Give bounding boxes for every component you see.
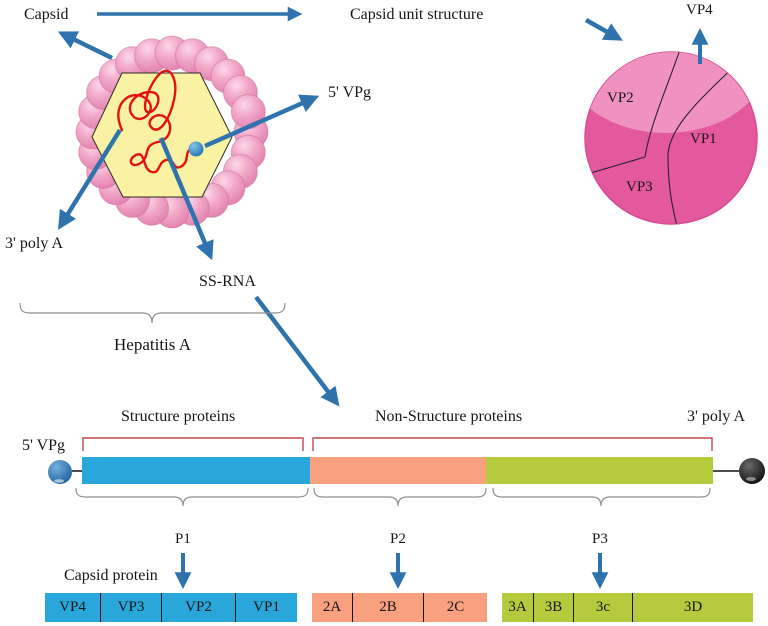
segment-3a: 3A: [502, 593, 533, 622]
p2-brace: [313, 487, 487, 507]
p1-brace: [75, 487, 309, 507]
p3-segment-bar: 3A 3B 3c 3D: [502, 593, 753, 622]
virion-vpg-label: 5' VPg: [328, 84, 372, 101]
p3-label: P3: [592, 531, 608, 547]
capsid-unit-structure-label: Capsid unit structure: [350, 6, 484, 23]
capsid-label-arrow: [57, 31, 113, 61]
segment-3d: 3D: [632, 593, 753, 622]
p1-segment-bar: VP4 VP3 VP2 VP1: [45, 593, 297, 622]
segment-vp3: VP3: [100, 593, 161, 622]
p2-segment-bar: 2A 2B 2C: [312, 593, 487, 622]
genome-segment-nonstructure-p2: [310, 457, 486, 484]
vp4-label: VP4: [686, 2, 713, 18]
polya-label-arrow: [58, 128, 122, 230]
p1-label: P1: [175, 531, 191, 547]
vp2-vp3-division-line: [585, 156, 646, 176]
genome-bar: [82, 457, 713, 484]
genome-vpg-sphere: [48, 460, 72, 484]
genome-polya-sphere: [739, 458, 765, 484]
vp2-label: VP2: [607, 90, 634, 106]
vp1-label: VP1: [690, 131, 717, 147]
segment-vp2: VP2: [161, 593, 235, 622]
p3-brace: [492, 487, 711, 507]
segment-2a: 2A: [312, 593, 352, 622]
segment-vp1: VP1: [235, 593, 297, 622]
genome-vpg-label: 5' VPg: [22, 437, 66, 454]
virion-polya-label: 3' poly A: [5, 235, 63, 252]
genome-core-hexagon: [91, 72, 233, 198]
segment-3c: 3c: [573, 593, 632, 622]
capsid-unit-circle: [584, 51, 758, 225]
vp3-label: VP3: [626, 179, 653, 195]
capsid-label: Capsid: [24, 6, 69, 23]
vp2-vp1-division-line: [644, 52, 683, 158]
rna-strand: [117, 69, 193, 174]
hepatitis-a-label: Hepatitis A: [114, 335, 191, 354]
segment-3b: 3B: [533, 593, 573, 622]
circle-gloss-highlight: [585, 52, 757, 133]
ssrna-label-arrow: [158, 137, 214, 261]
vpg-dot: [188, 141, 204, 157]
segment-2b: 2B: [352, 593, 423, 622]
vp1-vp3-division-line: [667, 65, 736, 224]
segment-2c: 2C: [423, 593, 487, 622]
genome-polya-label: 3' poly A: [687, 408, 745, 425]
unit-circle-pointer-arrow: [584, 18, 623, 41]
structure-proteins-label: Structure proteins: [121, 408, 236, 425]
vpg-sphere-shine: [54, 479, 64, 483]
vpg-label-arrow: [204, 94, 320, 149]
ssrna-label: SS-RNA: [199, 273, 256, 290]
segment-vp4: VP4: [45, 593, 100, 622]
genome-segment-structure: [82, 457, 310, 484]
hepatitis-a-brace: [19, 302, 286, 324]
capsid-protein-label: Capsid protein: [64, 567, 158, 584]
p2-label: P2: [390, 531, 406, 547]
genome-segment-nonstructure-p3: [486, 457, 713, 484]
nonstructure-bracket: [312, 437, 713, 451]
structure-bracket: [82, 437, 304, 451]
polya-sphere-shine: [746, 477, 756, 481]
nonstructure-proteins-label: Non-Structure proteins: [375, 408, 523, 425]
rna-to-genome-arrow: [254, 295, 340, 407]
